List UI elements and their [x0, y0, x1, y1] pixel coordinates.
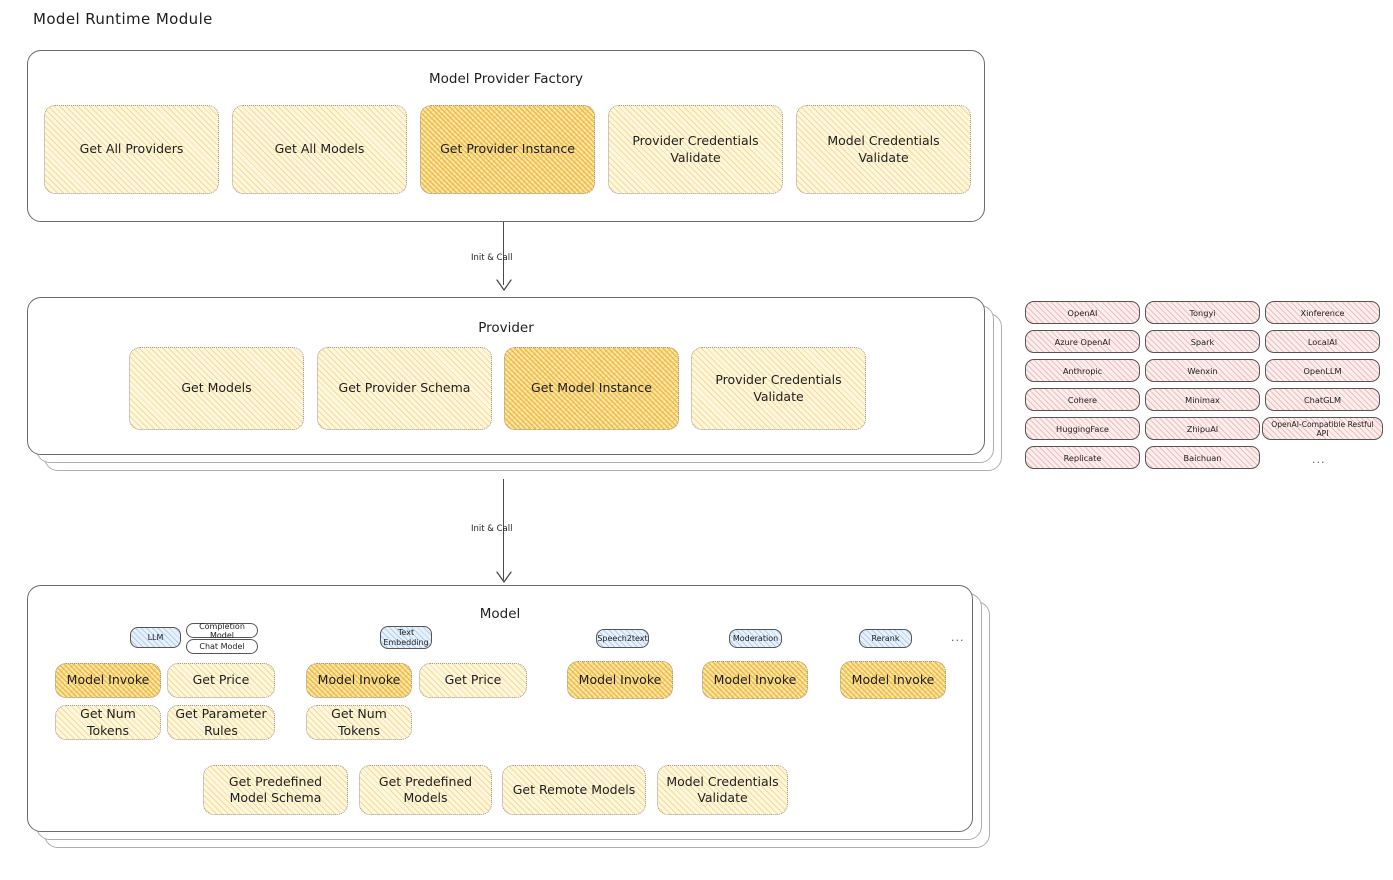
provider-chip-openai-compatible-restful-api[interactable]: OpenAI-Compatible Restful API [1262, 417, 1383, 440]
model-common-get-predefined-model-schema[interactable]: Get Predefined Model Schema [203, 765, 348, 815]
model-types-more-ellipsis: ... [951, 631, 965, 644]
model-type-pill-llm[interactable]: LLM [130, 627, 181, 648]
speech2text-method-model-invoke[interactable]: Model Invoke [567, 661, 673, 699]
provider-chip-minimax[interactable]: Minimax [1145, 388, 1260, 411]
model-type-pill-moderation[interactable]: Moderation [729, 629, 782, 648]
text-embedding-method-get-num-tokens[interactable]: Get Num Tokens [306, 705, 412, 740]
model-common-get-remote-models[interactable]: Get Remote Models [502, 765, 646, 815]
model-type-pill-rerank[interactable]: Rerank [859, 629, 912, 648]
arrow-factory-to-provider-head [496, 279, 512, 291]
provider-chip-baichuan[interactable]: Baichuan [1145, 446, 1260, 469]
arrow-factory-to-provider-line [503, 222, 505, 285]
page-title: Model Runtime Module [33, 10, 213, 28]
llm-method-get-num-tokens[interactable]: Get Num Tokens [55, 705, 161, 740]
factory-box-provider-credentials-validate[interactable]: Provider Credentials Validate [608, 105, 783, 194]
provider-box-get-provider-schema[interactable]: Get Provider Schema [317, 347, 492, 430]
llm-method-model-invoke[interactable]: Model Invoke [55, 663, 161, 698]
provider-chip-openllm[interactable]: OpenLLM [1265, 359, 1380, 382]
llm-method-get-price[interactable]: Get Price [167, 663, 275, 698]
model-type-sub-completion-model[interactable]: Completion Model [186, 622, 258, 640]
provider-chip-openai[interactable]: OpenAI [1025, 301, 1140, 324]
provider-chip-wenxin[interactable]: Wenxin [1145, 359, 1260, 382]
moderation-method-model-invoke[interactable]: Model Invoke [702, 661, 808, 699]
provider-title: Provider [478, 320, 534, 336]
model-title: Model [479, 606, 521, 622]
factory-box-get-all-models[interactable]: Get All Models [232, 105, 407, 194]
provider-chip-cohere[interactable]: Cohere [1025, 388, 1140, 411]
model-provider-factory-title: Model Provider Factory [428, 71, 583, 87]
provider-chip-chatglm[interactable]: ChatGLM [1265, 388, 1380, 411]
model-type-pill-text-embedding[interactable]: Text Embedding [380, 626, 432, 649]
provider-chip-spark[interactable]: Spark [1145, 330, 1260, 353]
provider-chip-huggingface[interactable]: HuggingFace [1025, 417, 1140, 440]
llm-method-get-parameter-rules[interactable]: Get Parameter Rules [167, 705, 275, 740]
arrow-provider-to-model-line [503, 479, 505, 580]
provider-chip-localai[interactable]: LocalAI [1265, 330, 1380, 353]
model-type-pill-speech2text[interactable]: Speech2text [596, 629, 649, 648]
provider-chip-azure-openai[interactable]: Azure OpenAI [1025, 330, 1140, 353]
factory-box-get-all-providers[interactable]: Get All Providers [44, 105, 219, 194]
text-embedding-method-get-price[interactable]: Get Price [419, 663, 527, 698]
arrow-factory-to-provider-label: Init & Call [471, 253, 513, 263]
arrow-provider-to-model-label: Init & Call [471, 524, 513, 534]
arrow-provider-to-model-head [496, 571, 512, 583]
rerank-method-model-invoke[interactable]: Model Invoke [840, 661, 946, 699]
provider-chip-anthropic[interactable]: Anthropic [1025, 359, 1140, 382]
provider-box-provider-credentials-validate[interactable]: Provider Credentials Validate [691, 347, 866, 430]
provider-box-get-models[interactable]: Get Models [129, 347, 304, 430]
model-common-get-predefined-models[interactable]: Get Predefined Models [359, 765, 492, 815]
factory-box-model-credentials-validate[interactable]: Model Credentials Validate [796, 105, 971, 194]
provider-list-more-ellipsis: ... [1312, 453, 1326, 466]
provider-chip-xinference[interactable]: Xinference [1265, 301, 1380, 324]
text-embedding-method-model-invoke[interactable]: Model Invoke [306, 663, 412, 698]
provider-chip-zhipuai[interactable]: ZhipuAI [1145, 417, 1260, 440]
provider-chip-replicate[interactable]: Replicate [1025, 446, 1140, 469]
model-type-sub-chat-model[interactable]: Chat Model [186, 639, 258, 654]
model-common-model-credentials-validate[interactable]: Model Credentials Validate [657, 765, 788, 815]
provider-chip-tongyi[interactable]: Tongyi [1145, 301, 1260, 324]
factory-box-get-provider-instance[interactable]: Get Provider Instance [420, 105, 595, 194]
provider-box-get-model-instance[interactable]: Get Model Instance [504, 347, 679, 430]
